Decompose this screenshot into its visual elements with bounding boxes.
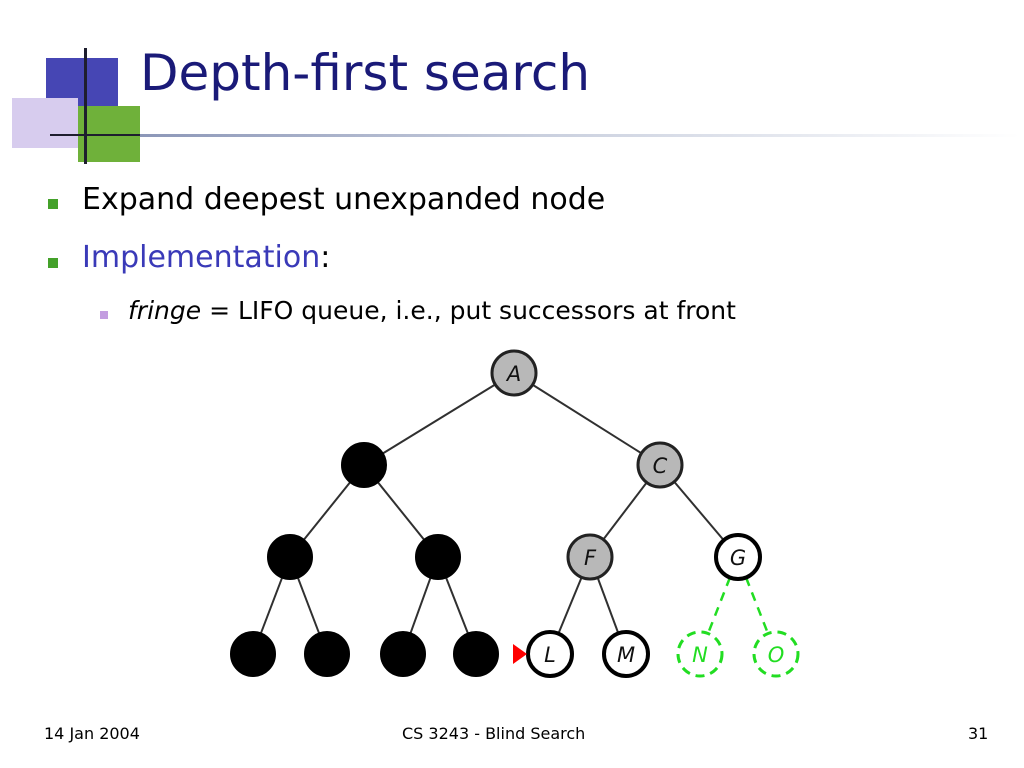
tree-edge-c-g	[673, 481, 725, 541]
tree-node-o: O	[752, 630, 800, 678]
tree-node-label: N	[692, 643, 708, 667]
decoration-vertical-line	[84, 48, 87, 164]
tree-edge-g-n	[706, 577, 732, 634]
tree-edge-d-i	[296, 577, 321, 634]
tree-node-circle	[453, 631, 499, 677]
tree-node-g: G	[714, 533, 762, 581]
fringe-description: = LIFO queue, i.e., put successors at fr…	[201, 296, 736, 325]
tree-node-label: F	[584, 546, 597, 570]
footer-date: 14 Jan 2004	[44, 724, 140, 743]
tree-node-m: M	[602, 630, 650, 678]
tree-node-circle	[267, 534, 313, 580]
tree-node-label: M	[617, 643, 635, 667]
tree-edge-c-f	[602, 481, 648, 541]
tree-edge-d-h	[259, 577, 284, 634]
tree-node-circle	[752, 630, 800, 678]
sub-bullet-fringe: fringe = LIFO queue, i.e., put successor…	[128, 296, 736, 325]
tree-node-circle	[304, 631, 350, 677]
tree-node-label: L	[544, 643, 556, 667]
implementation-colon: :	[320, 240, 331, 275]
bullet-marker	[48, 199, 58, 209]
bullet-marker	[48, 258, 58, 268]
tree-node-k	[453, 631, 499, 677]
tree-node-circle	[566, 533, 614, 581]
tree-node-circle	[230, 631, 276, 677]
footer-page-number: 31	[968, 724, 989, 743]
tree-node-circle	[341, 442, 387, 488]
tree-node-circle	[636, 441, 684, 489]
tree-edge-e-j	[409, 577, 432, 634]
tree-node-circle	[602, 630, 650, 678]
footer-course: CS 3243 - Blind Search	[402, 724, 586, 743]
tree-node-label: G	[730, 546, 746, 570]
tree-edge-b-d	[303, 481, 351, 541]
bullet-implementation: Implementation:	[82, 240, 330, 275]
tree-node-d	[267, 534, 313, 580]
tree-node-a: A	[490, 349, 538, 397]
tree-edge-f-l	[557, 576, 583, 635]
tree-node-circle	[380, 631, 426, 677]
sub-bullet-marker	[100, 311, 108, 319]
tree-node-e	[415, 534, 461, 580]
current-node-marker-icon	[513, 644, 527, 664]
fringe-term: fringe	[128, 296, 202, 325]
tree-node-j	[380, 631, 426, 677]
tree-edge-f-m	[596, 577, 620, 634]
decoration-horizontal-line	[50, 134, 140, 136]
tree-edge-e-k	[445, 577, 469, 634]
tree-node-b	[341, 442, 387, 488]
tree-node-l: L	[526, 630, 574, 678]
tree-node-label: C	[653, 454, 668, 478]
tree-node-label: O	[768, 643, 785, 667]
tree-node-circle	[490, 349, 538, 397]
tree-node-f: F	[566, 533, 614, 581]
tree-node-n: N	[676, 630, 724, 678]
title-rule	[140, 134, 1020, 137]
tree-edge-a-c	[532, 383, 642, 455]
tree-node-circle	[714, 533, 762, 581]
tree-node-circle	[676, 630, 724, 678]
tree-node-c: C	[636, 441, 684, 489]
tree-node-label: A	[505, 362, 521, 386]
tree-edge-b-e	[377, 481, 425, 541]
tree-edge-g-o	[744, 577, 770, 634]
tree-node-circle	[526, 630, 574, 678]
decoration-lilac-square	[12, 98, 78, 148]
tree-node-h	[230, 631, 276, 677]
tree-node-circle	[415, 534, 461, 580]
slide-title: Depth-first search	[140, 44, 591, 102]
bullet-expand-deepest: Expand deepest unexpanded node	[82, 182, 606, 217]
tree-node-i	[304, 631, 350, 677]
tree-edge-a-b	[382, 383, 496, 455]
implementation-term: Implementation	[82, 240, 321, 275]
